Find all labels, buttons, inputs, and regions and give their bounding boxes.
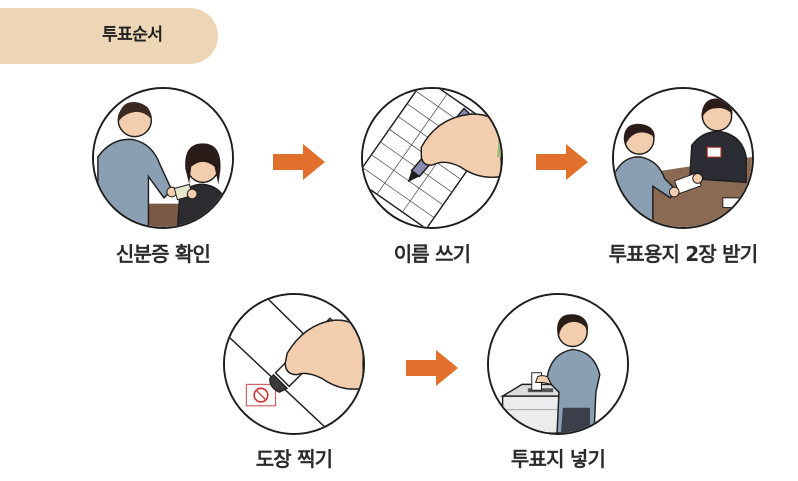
step-5-label: 투표지 넣기 [510, 447, 606, 471]
step-1-illustration [92, 87, 234, 229]
ballot-box-illustration-icon [489, 295, 627, 433]
step-1-label: 신분증 확인 [115, 242, 211, 266]
header-tab [0, 8, 218, 64]
step-4-label: 도장 찍기 [255, 447, 333, 471]
step-5-illustration [487, 293, 629, 435]
step-3-label: 투표용지 2장 받기 [608, 242, 758, 266]
arrow-right-icon [273, 144, 325, 180]
arrow-right-icon [406, 350, 458, 386]
step-2-illustration [361, 87, 503, 229]
step-3-illustration [612, 87, 754, 229]
stamp-illustration-icon [225, 295, 363, 433]
write-name-illustration-icon [363, 89, 501, 227]
step-2-label: 이름 쓰기 [393, 242, 471, 266]
receive-ballot-illustration-icon [614, 89, 752, 227]
arrow-right-icon [536, 144, 588, 180]
id-check-illustration-icon [94, 89, 232, 227]
page-title: 투표순서 [102, 25, 163, 45]
step-4-illustration [223, 293, 365, 435]
